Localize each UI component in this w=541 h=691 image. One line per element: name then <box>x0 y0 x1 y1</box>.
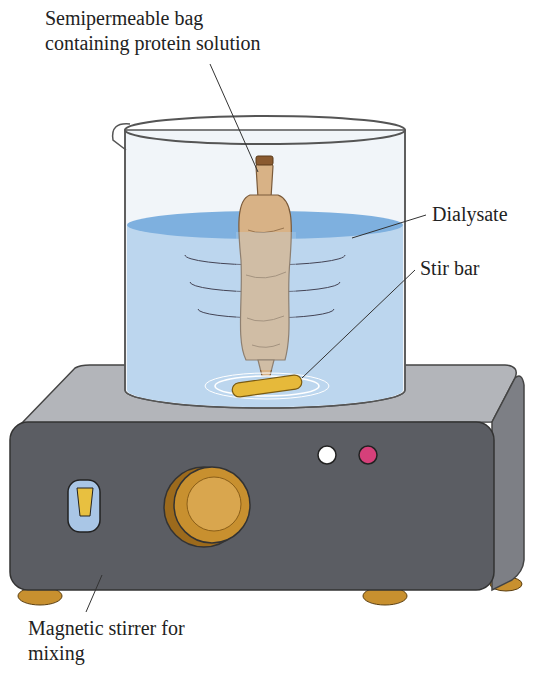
liquid-tint <box>236 232 296 370</box>
callout-label: Dialysate <box>432 202 508 227</box>
beaker <box>125 130 405 408</box>
switch-toggle <box>77 488 93 516</box>
leader-line <box>352 215 426 238</box>
beaker-rim <box>125 116 405 144</box>
stirrer-front <box>10 422 494 590</box>
stir-swirl <box>205 373 329 399</box>
knob <box>174 467 250 543</box>
callout-label: Magnetic stirrer for mixing <box>28 616 186 666</box>
beaker-spout <box>113 124 130 150</box>
stir-bar <box>231 374 302 398</box>
knob-face <box>187 477 241 531</box>
beaker-outline <box>125 130 405 408</box>
leader-line <box>210 64 258 172</box>
dialysate-liquid <box>127 225 403 407</box>
bag-tie <box>256 156 273 165</box>
leader-line <box>302 270 415 378</box>
leader-line <box>86 575 102 612</box>
callout-label: Semipermeable bag containing protein sol… <box>45 6 345 56</box>
indicator-light <box>318 446 336 464</box>
power-switch <box>68 480 100 532</box>
indicator-light <box>359 446 377 464</box>
callout-label: Stir bar <box>420 256 479 281</box>
stirrer-side <box>492 376 524 590</box>
